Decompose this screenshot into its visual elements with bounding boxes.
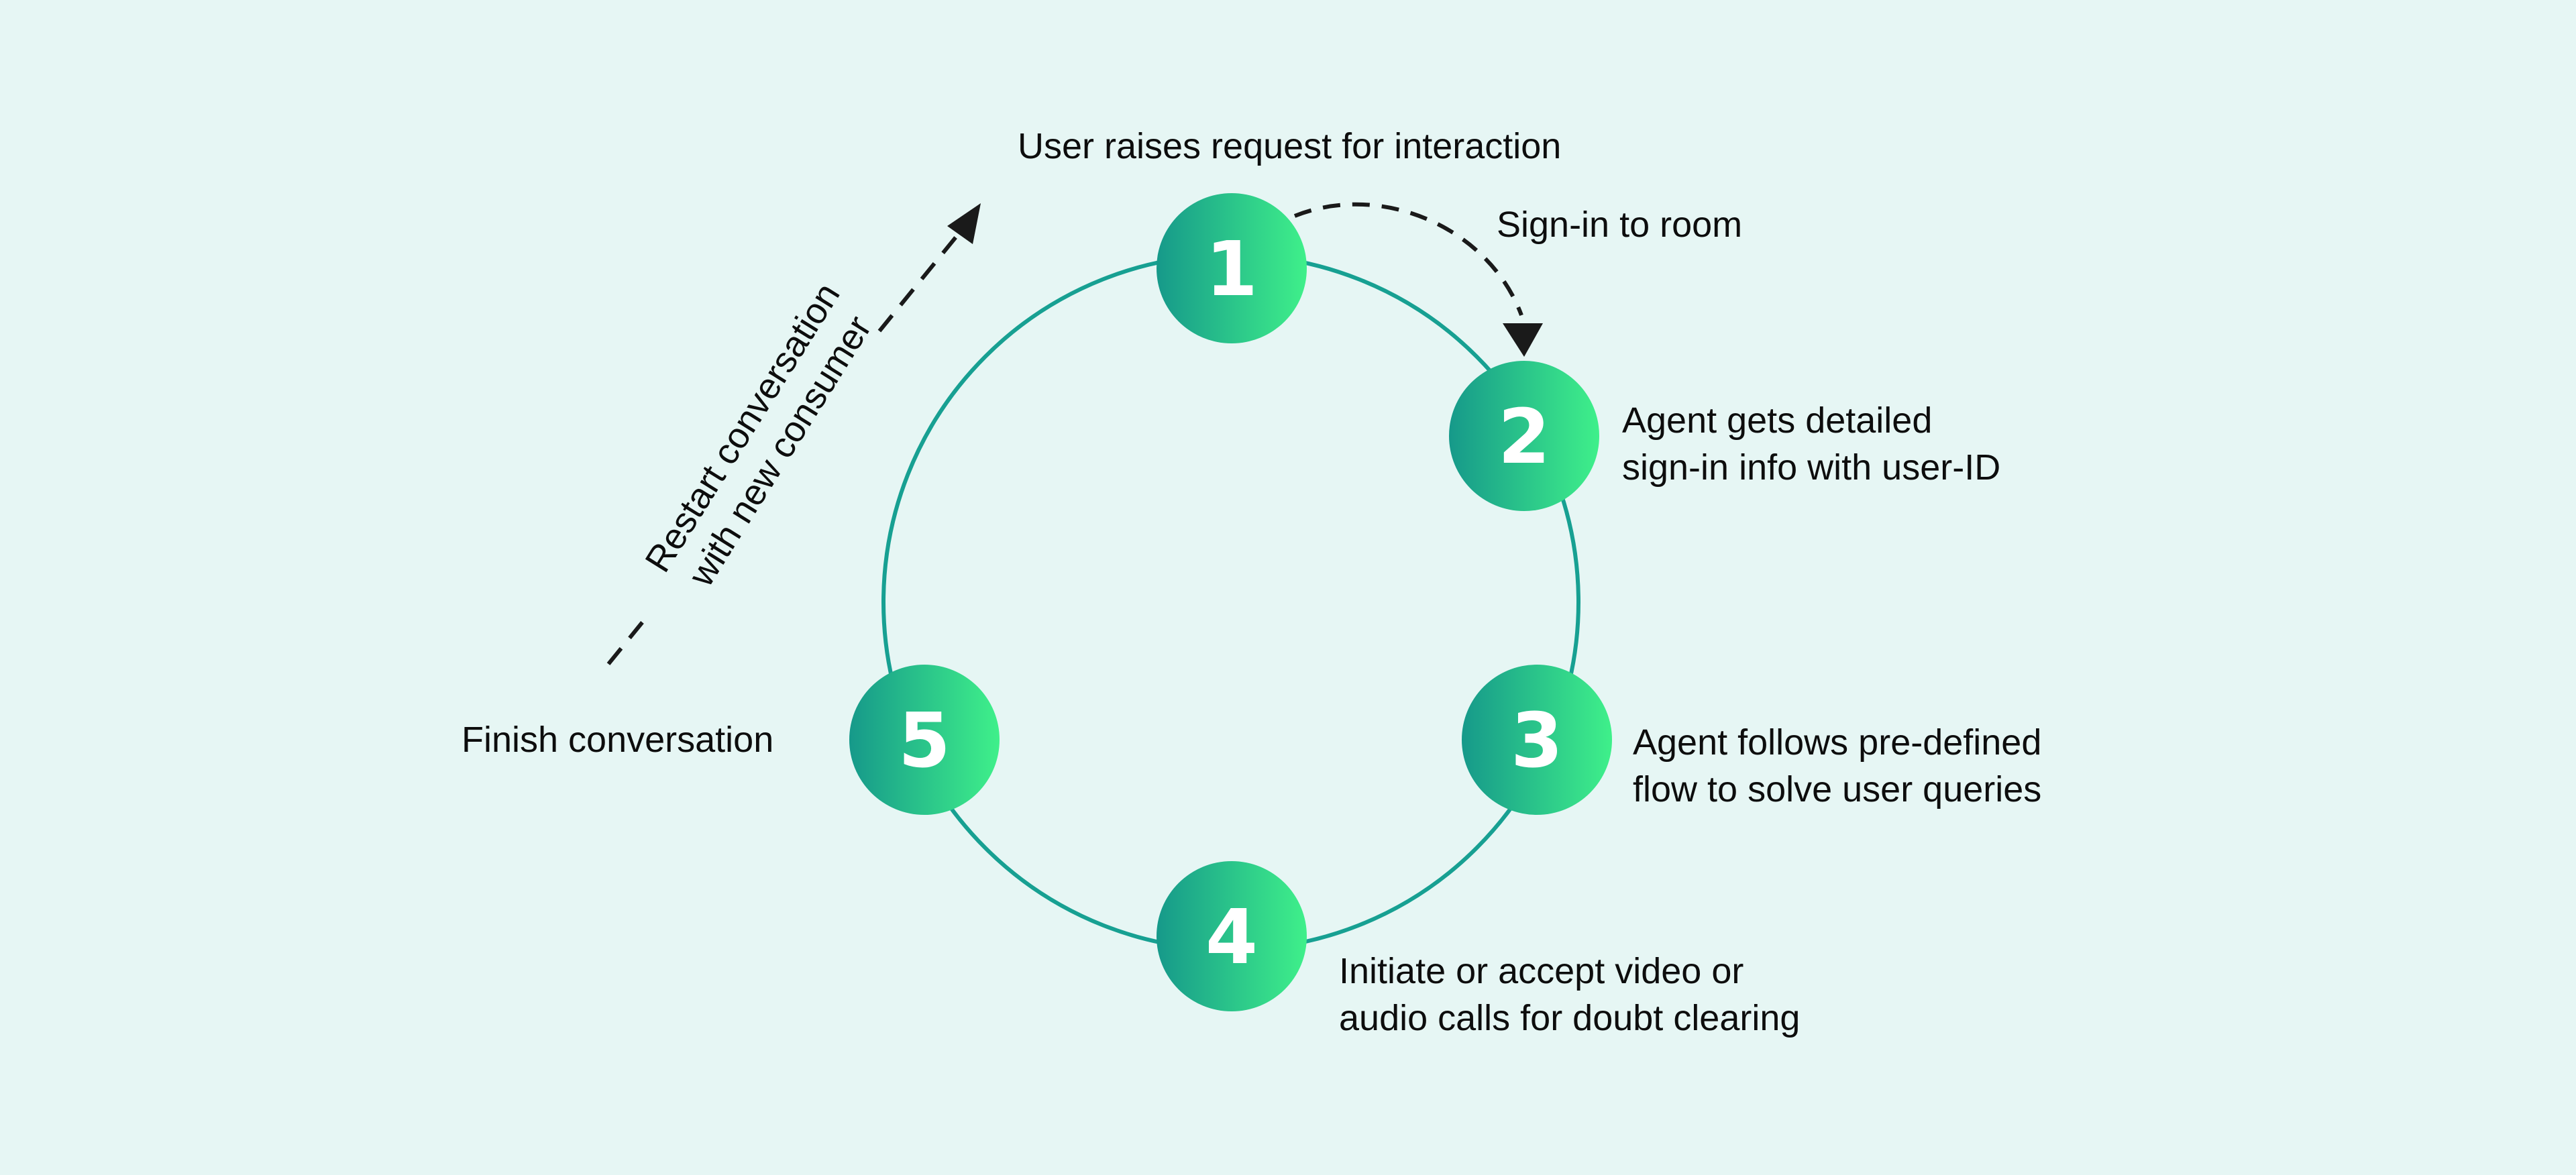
- node-3-number: 3: [1511, 697, 1563, 785]
- node-4-number: 4: [1205, 894, 1258, 981]
- step-5-label: Finish conversation: [462, 720, 774, 760]
- node-3: 3: [1462, 665, 1612, 815]
- step-2-label-line-2: sign-in info with user-ID: [1622, 447, 2001, 488]
- node-5: 5: [849, 665, 1000, 815]
- step-4-label: Initiate or accept video or audio calls …: [1339, 948, 1800, 1042]
- step-3-label: Agent follows pre-defined flow to solve …: [1633, 719, 2041, 813]
- step-3-label-line-2: flow to solve user queries: [1633, 769, 2042, 809]
- node-1: 1: [1157, 193, 1307, 343]
- step-4-label-line-2: audio calls for doubt clearing: [1339, 998, 1801, 1038]
- sign-in-label: Sign-in to room: [1497, 205, 1743, 245]
- cycle-ring: [881, 253, 1580, 952]
- node-5-number: 5: [898, 697, 951, 785]
- restart-arrow-head: [947, 203, 981, 244]
- step-2-label-line-1: Agent gets detailed: [1622, 400, 1933, 441]
- sign-in-arrow: [1293, 202, 1523, 317]
- restart-arrow: [606, 223, 968, 665]
- step-1-label: User raises request for interaction: [1018, 126, 1562, 166]
- node-2: 2: [1449, 361, 1599, 511]
- step-4-label-line-1: Initiate or accept video or: [1339, 951, 1744, 991]
- node-4: 4: [1157, 861, 1307, 1011]
- node-2-number: 2: [1498, 394, 1550, 481]
- step-3-label-line-1: Agent follows pre-defined: [1633, 722, 2042, 763]
- sign-in-arrow-head: [1503, 323, 1543, 357]
- node-1-number: 1: [1205, 226, 1258, 313]
- step-2-label: Agent gets detailed sign-in info with us…: [1622, 397, 2000, 491]
